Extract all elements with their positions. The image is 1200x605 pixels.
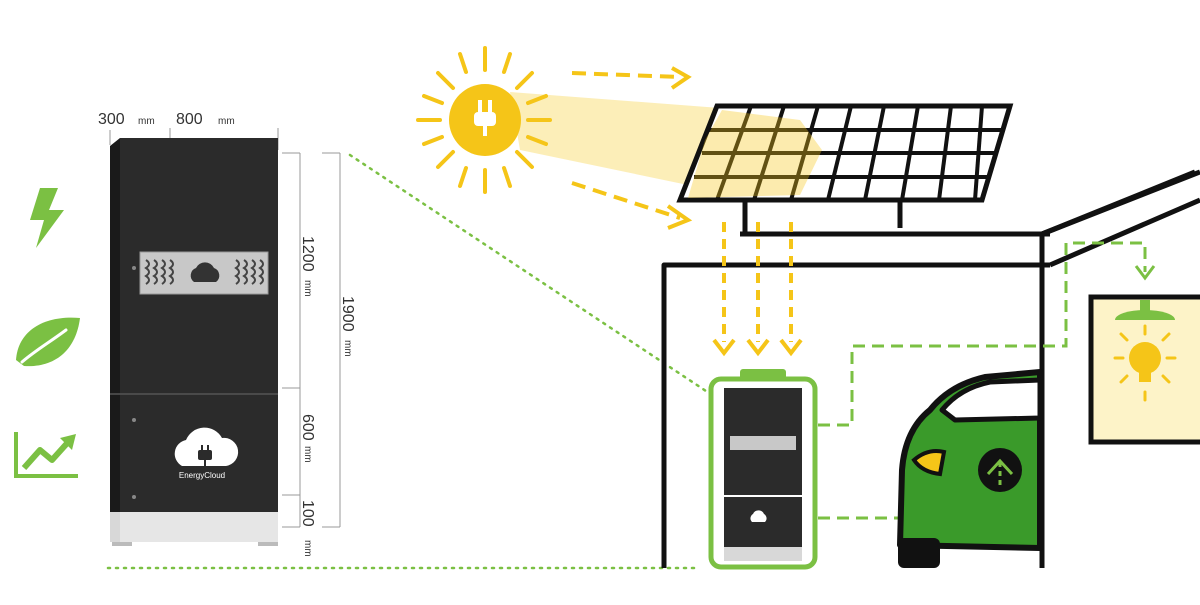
lower-height-unit: mm bbox=[302, 446, 313, 463]
light-bulb-icon bbox=[1088, 294, 1200, 445]
total-height-unit: mm bbox=[342, 340, 353, 357]
battery-icon bbox=[708, 369, 818, 570]
mini-cabinet bbox=[724, 388, 802, 561]
depth-unit: mm bbox=[138, 116, 155, 127]
lightning-icon bbox=[30, 188, 64, 248]
width-value: 800 bbox=[176, 111, 203, 128]
upper-height-value: 1200 bbox=[299, 236, 316, 272]
brand-name: EnergyCloud bbox=[179, 471, 225, 480]
panel-cloud-icon bbox=[190, 262, 220, 282]
charge-arrowheads bbox=[712, 338, 803, 357]
electric-car bbox=[897, 369, 1043, 568]
base-height-unit: mm bbox=[302, 540, 313, 557]
upper-height-unit: mm bbox=[302, 280, 313, 297]
total-height-value: 1900 bbox=[339, 296, 356, 332]
lower-height-value: 600 bbox=[299, 414, 316, 441]
car-charge-arrow-icon bbox=[978, 448, 1022, 492]
storage-cabinet: EnergyCloud bbox=[110, 138, 278, 546]
leaf-icon bbox=[16, 317, 80, 367]
dimension-lines bbox=[109, 128, 341, 528]
flow-arrowhead bbox=[1134, 265, 1156, 281]
base-height-value: 100 bbox=[299, 500, 316, 527]
cloud-plug-icon bbox=[174, 427, 239, 466]
sunlight-arrowheads bbox=[666, 66, 693, 230]
width-unit: mm bbox=[218, 116, 235, 127]
connector-lines bbox=[106, 153, 714, 570]
charge-arrows bbox=[722, 222, 793, 342]
front-panel bbox=[139, 251, 269, 295]
solar-panel bbox=[676, 103, 1050, 237]
depth-value: 300 bbox=[98, 111, 125, 128]
growth-chart-icon bbox=[14, 432, 78, 478]
sunlight-arrows bbox=[571, 71, 681, 220]
